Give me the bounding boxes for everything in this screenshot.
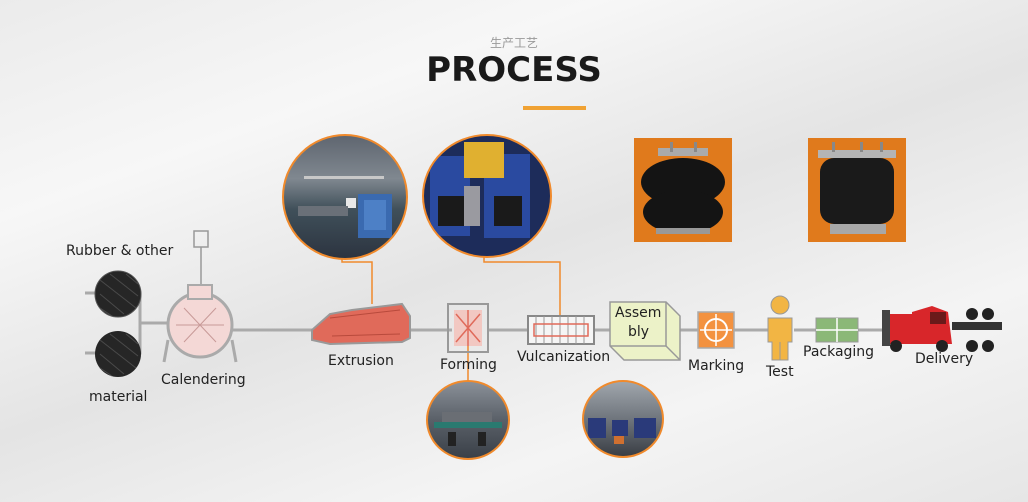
raw-material-label-bottom: material bbox=[89, 389, 148, 405]
test-worker-icon bbox=[767, 295, 793, 361]
raw-material-icon-top bbox=[94, 270, 142, 318]
assembly-label-line1: Assem bbox=[615, 305, 662, 321]
assembly-box-icon bbox=[609, 301, 681, 361]
air-spring-icon bbox=[818, 142, 896, 234]
delivery-label: Delivery bbox=[915, 351, 974, 367]
raw-material-label-top: Rubber & other bbox=[66, 243, 174, 259]
assembly-label-line2: bly bbox=[628, 324, 650, 340]
double-convoluted-air-spring-photo bbox=[634, 138, 732, 242]
title-underline bbox=[523, 106, 586, 110]
calender-mixer-icon bbox=[162, 230, 238, 363]
marking-icon bbox=[697, 311, 735, 349]
marking-label: Marking bbox=[688, 358, 745, 374]
vulcanization-label: Vulcanization bbox=[517, 349, 611, 365]
air-spring-icon bbox=[641, 142, 725, 234]
forming-workshop-photo bbox=[426, 380, 510, 460]
extrusion-factory-photo bbox=[282, 134, 408, 260]
workshop-scene-icon bbox=[588, 418, 656, 444]
raw-material-icon-bottom bbox=[95, 331, 141, 377]
vulcanization-machine-icon bbox=[527, 315, 595, 345]
delivery-truck-icon bbox=[882, 306, 1002, 352]
press-machine-icon bbox=[430, 142, 530, 238]
test-label: Test bbox=[766, 364, 794, 380]
calendering-label: Calendering bbox=[161, 372, 246, 388]
vulcanization-workshop-photo bbox=[582, 380, 664, 458]
vulcanization-press-photo bbox=[422, 134, 552, 258]
page-title: PROCESS bbox=[426, 50, 602, 90]
factory-scene-icon bbox=[298, 176, 392, 238]
packaging-label: Packaging bbox=[803, 344, 875, 360]
page-subtitle: 生产工艺 bbox=[489, 36, 538, 50]
extrusion-label: Extrusion bbox=[328, 353, 394, 369]
workshop-scene-icon bbox=[434, 412, 502, 446]
packaging-icon bbox=[815, 317, 859, 343]
rolling-lobe-air-spring-photo bbox=[808, 138, 906, 242]
forming-machine-icon bbox=[447, 303, 489, 353]
extruder-icon bbox=[311, 302, 411, 346]
forming-label: Forming bbox=[440, 357, 497, 373]
